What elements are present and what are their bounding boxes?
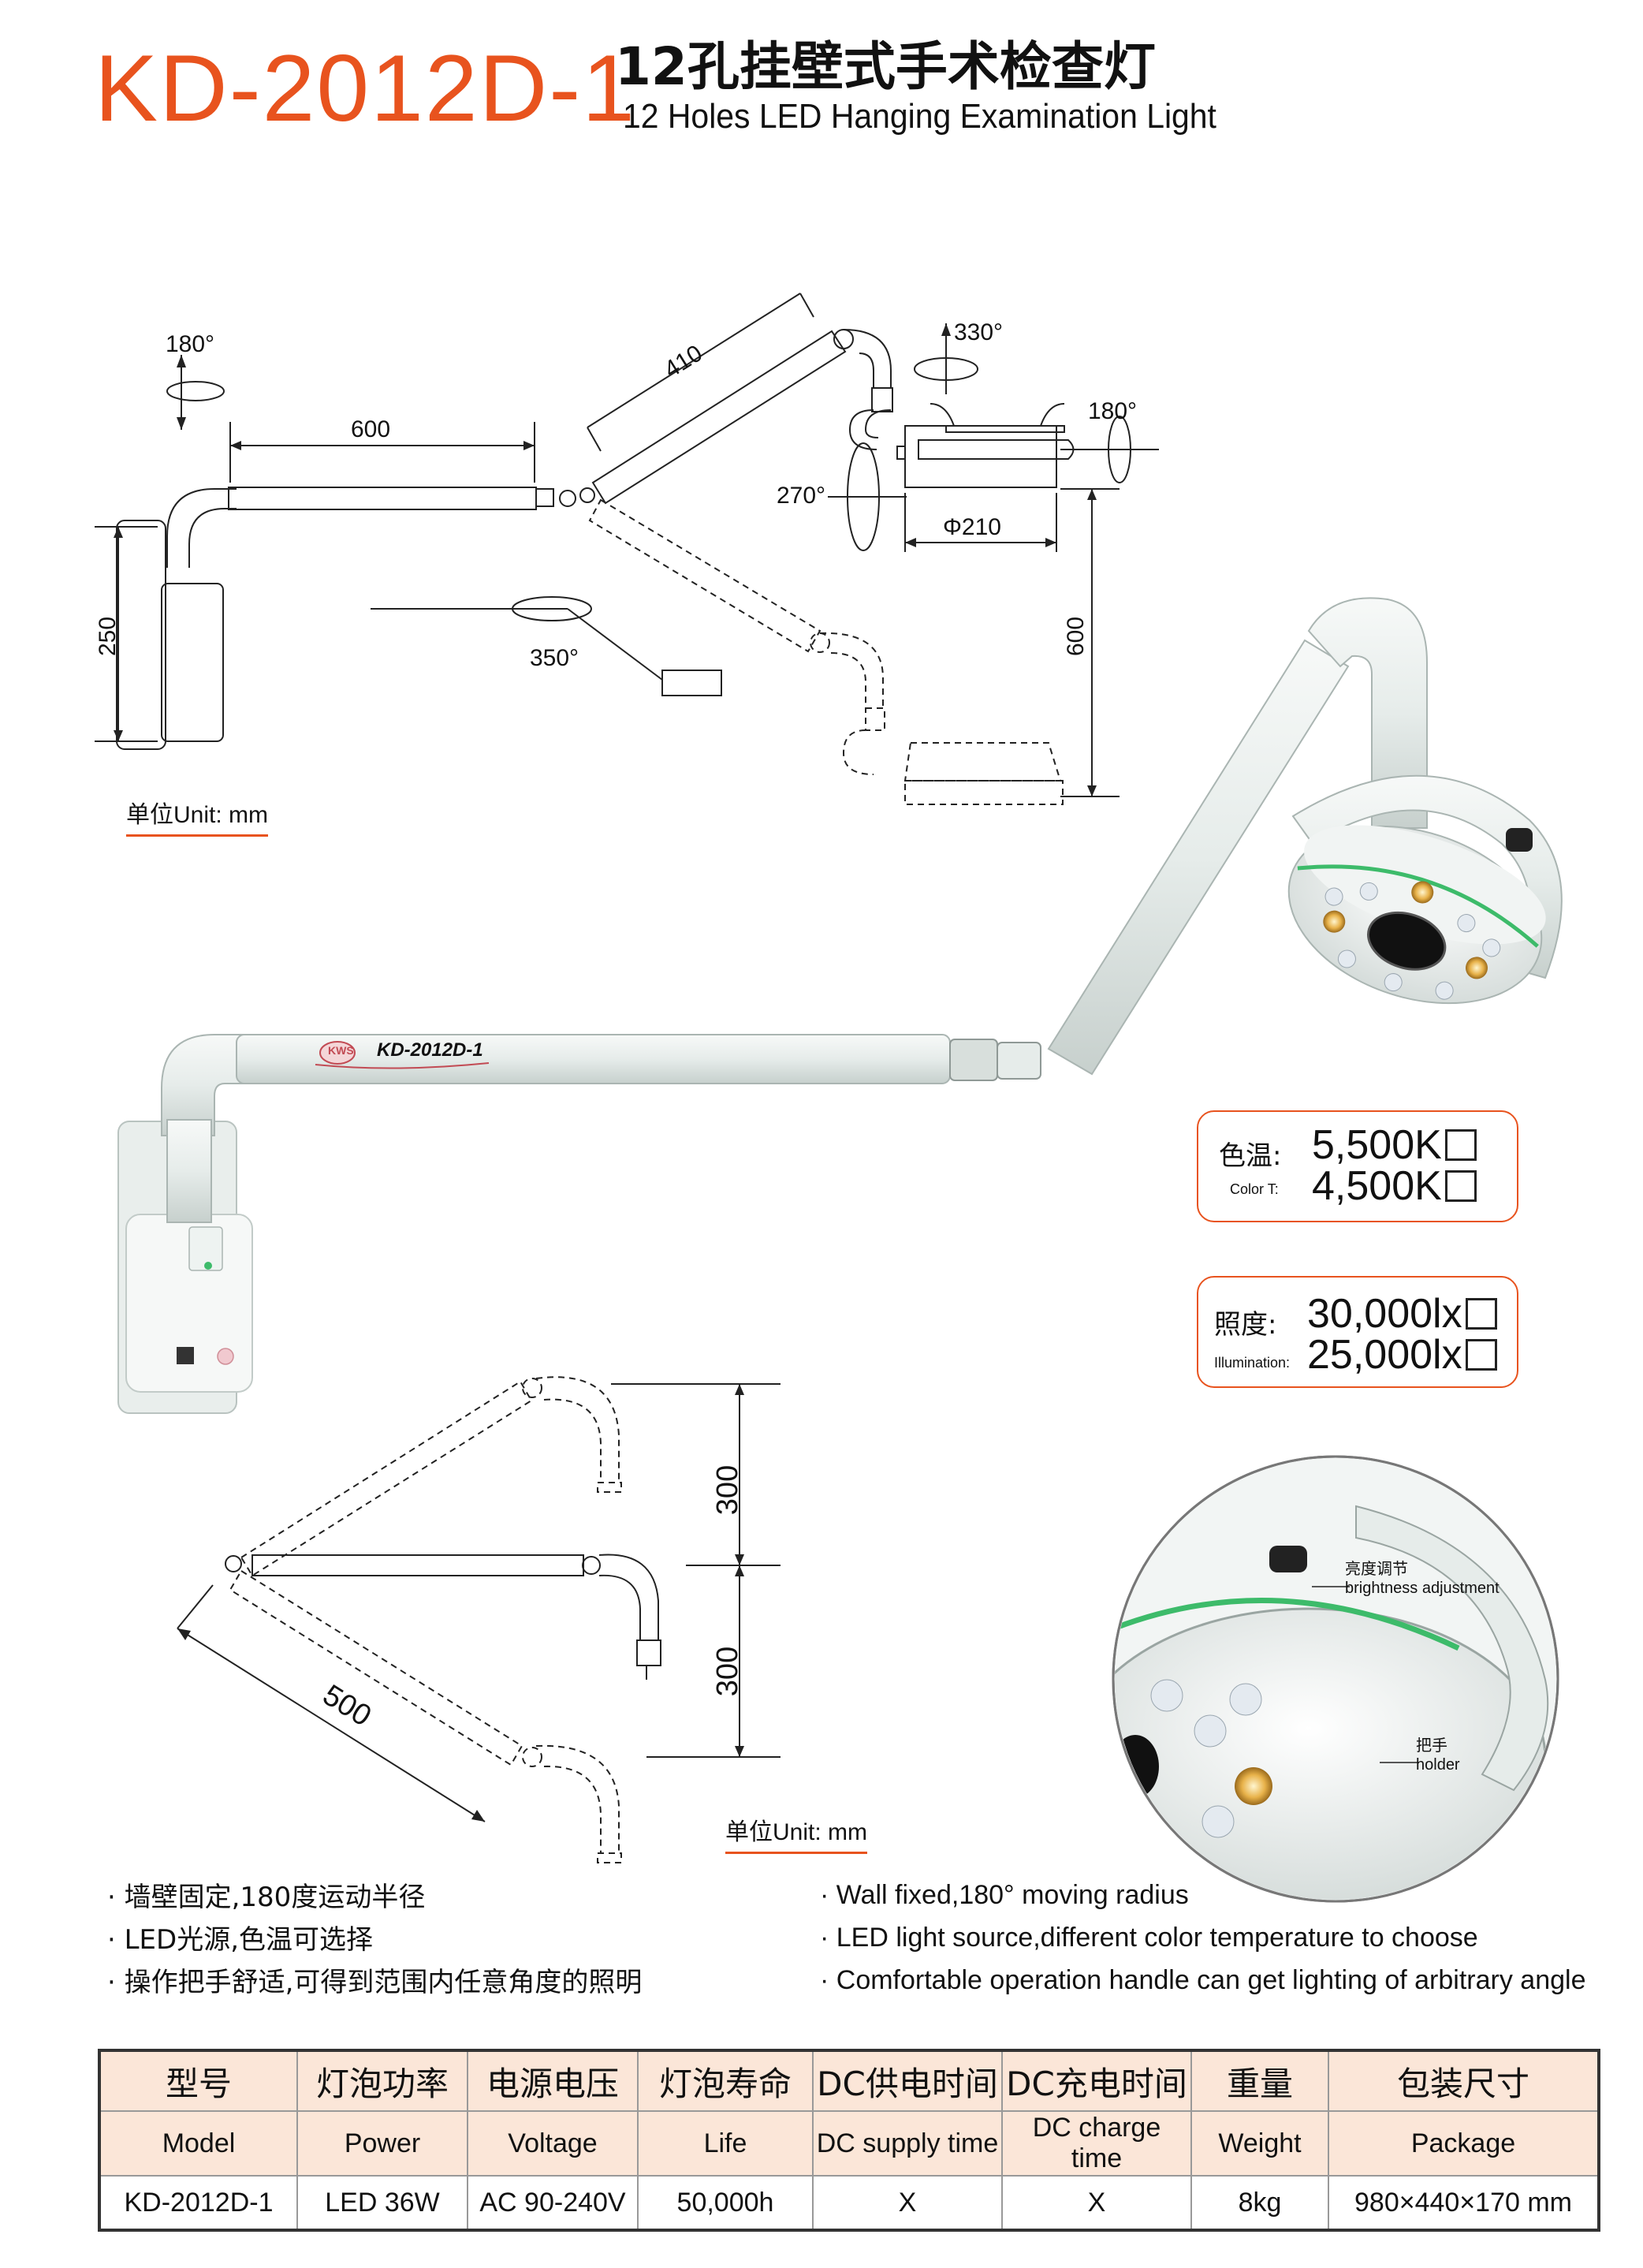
- holder-callout-cn: 把手: [1416, 1737, 1447, 1755]
- top-dimension-diagram: [95, 293, 1159, 797]
- table-cell: KD-2012D-1: [99, 2175, 298, 2231]
- label-h-300-bottom: 300: [711, 1646, 745, 1697]
- label-rot-180-right: 180°: [1088, 398, 1138, 424]
- arm-600: [228, 487, 537, 510]
- table-header-cn: DC充电时间: [1001, 2050, 1192, 2112]
- dimension-arrowheads: [114, 323, 1097, 796]
- illumination-box: 照度: Illumination: 30,000lx 25,000lx: [1197, 1276, 1518, 1388]
- table-header-cn: 灯泡寿命: [637, 2050, 814, 2112]
- table-header-en: Power: [296, 2110, 468, 2177]
- table-header-en: Weight: [1190, 2110, 1329, 2177]
- table-header-cn: 灯泡功率: [296, 2050, 468, 2112]
- label-rot-350: 350°: [530, 645, 579, 671]
- feature-en-3: · Comfortable operation handle can get l…: [820, 1965, 1586, 1995]
- table-header-cn: 重量: [1190, 2050, 1329, 2112]
- unit-label-bottom: 单位Unit: mm: [725, 1812, 867, 1854]
- table-cell: 980×440×170 mm: [1328, 2175, 1600, 2231]
- label-rot-330: 330°: [954, 319, 1004, 345]
- color-temp-box: 色温: Color T: 5,500K 4,500K: [1197, 1110, 1518, 1222]
- table-row: KD-2012D-1 LED 36W AC 90-240V 50,000h X …: [99, 2175, 1600, 2231]
- color-temp-label-cn: 色温:: [1219, 1140, 1282, 1172]
- feature-cn-1: · 墙壁固定,180度运动半径: [107, 1882, 426, 1913]
- product-title-cn: 12孔挂壁式手术检查灯: [615, 36, 1156, 97]
- control-box-outline: [161, 583, 224, 742]
- table-cell: AC 90-240V: [467, 2175, 639, 2231]
- illumination-option-2[interactable]: 25,000lx: [1307, 1334, 1497, 1375]
- table-header-cn: 型号: [99, 2050, 298, 2112]
- table-header-row-en: Model Power Voltage Life DC supply time …: [99, 2110, 1600, 2177]
- lowered-position-dashed: [588, 498, 1064, 805]
- model-title: KD-2012D-1: [95, 35, 636, 141]
- table-header-cn: DC供电时间: [812, 2050, 1003, 2112]
- table-header-en: DC supply time: [812, 2110, 1003, 2177]
- product-title-en: 12 Holes LED Hanging Examination Light: [623, 97, 1216, 136]
- label-dia-210: Φ210: [943, 514, 1001, 540]
- checkbox-icon[interactable]: [1444, 1170, 1477, 1202]
- label-h-600: 600: [1063, 616, 1090, 657]
- color-temp-label-en: Color T:: [1230, 1181, 1279, 1197]
- table-cell: 8kg: [1190, 2175, 1329, 2231]
- arm-logo: KWS: [328, 1044, 354, 1057]
- table-header-en: Voltage: [467, 2110, 639, 2177]
- illumination-label-cn: 照度:: [1214, 1309, 1277, 1341]
- holder-callout-en: holder: [1416, 1756, 1460, 1774]
- brightness-knob: [1506, 828, 1533, 852]
- illumination-label-en: Illumination:: [1214, 1355, 1291, 1371]
- table-header-cn: 包装尺寸: [1328, 2050, 1600, 2112]
- checkbox-icon[interactable]: [1465, 1339, 1497, 1371]
- feature-cn-3: · 操作把手舒适,可得到范围内任意角度的照明: [107, 1967, 643, 1998]
- unit-label-top: 单位Unit: mm: [126, 795, 268, 837]
- illumination-option-1[interactable]: 30,000lx: [1307, 1293, 1497, 1334]
- table-cell: 50,000h: [637, 2175, 814, 2231]
- feature-cn-2: · LED光源,色温可选择: [107, 1924, 374, 1956]
- table-header-en: Package: [1328, 2110, 1600, 2177]
- label-rot-270: 270°: [777, 483, 826, 509]
- label-h-250: 250: [95, 616, 121, 657]
- brightness-callout-cn: 亮度调节: [1345, 1561, 1408, 1578]
- table-header-en: Life: [637, 2110, 814, 2177]
- label-rot-180-left: 180°: [166, 331, 215, 357]
- color-temp-option-1[interactable]: 5,500K: [1312, 1125, 1477, 1166]
- product-photo: [117, 597, 1563, 1414]
- feature-en-2: · LED light source,different color tempe…: [820, 1923, 1478, 1953]
- holder-callout: 把手 holder: [1416, 1736, 1460, 1774]
- wall-plate-outline: [116, 520, 166, 750]
- detail-zoom-view: [1112, 1455, 1559, 1903]
- bottom-dashed-positions: [229, 1376, 622, 1863]
- table-cell: X: [812, 2175, 1003, 2231]
- arm-model-label: KD-2012D-1: [377, 1039, 483, 1061]
- table-header-en: DC charge time: [1001, 2110, 1192, 2177]
- checkbox-icon[interactable]: [1465, 1298, 1497, 1330]
- diagonal-arm: [1047, 639, 1350, 1076]
- bottom-dimension-diagram: [177, 1383, 781, 1822]
- label-h-300-top: 300: [711, 1464, 745, 1516]
- table-header-en: Model: [99, 2110, 298, 2177]
- table-cell: LED 36W: [296, 2175, 468, 2231]
- label-len-600: 600: [351, 416, 391, 442]
- feature-en-1: · Wall fixed,180° moving radius: [820, 1880, 1189, 1910]
- color-temp-option-2[interactable]: 4,500K: [1312, 1166, 1477, 1207]
- spec-table: 型号 灯泡功率 电源电压 灯泡寿命 DC供电时间 DC充电时间 重量 包装尺寸 …: [98, 2049, 1600, 2232]
- brightness-callout-en: brightness adjustment: [1345, 1580, 1500, 1597]
- checkbox-icon[interactable]: [1444, 1129, 1477, 1161]
- logo-badge: [319, 1041, 356, 1065]
- lamp-head: [1287, 825, 1546, 1005]
- table-header-cn: 电源电压: [467, 2050, 639, 2112]
- table-header-row-cn: 型号 灯泡功率 电源电压 灯泡寿命 DC供电时间 DC充电时间 重量 包装尺寸: [99, 2050, 1600, 2112]
- brightness-callout: 亮度调节 brightness adjustment: [1345, 1560, 1500, 1598]
- table-cell: X: [1001, 2175, 1192, 2231]
